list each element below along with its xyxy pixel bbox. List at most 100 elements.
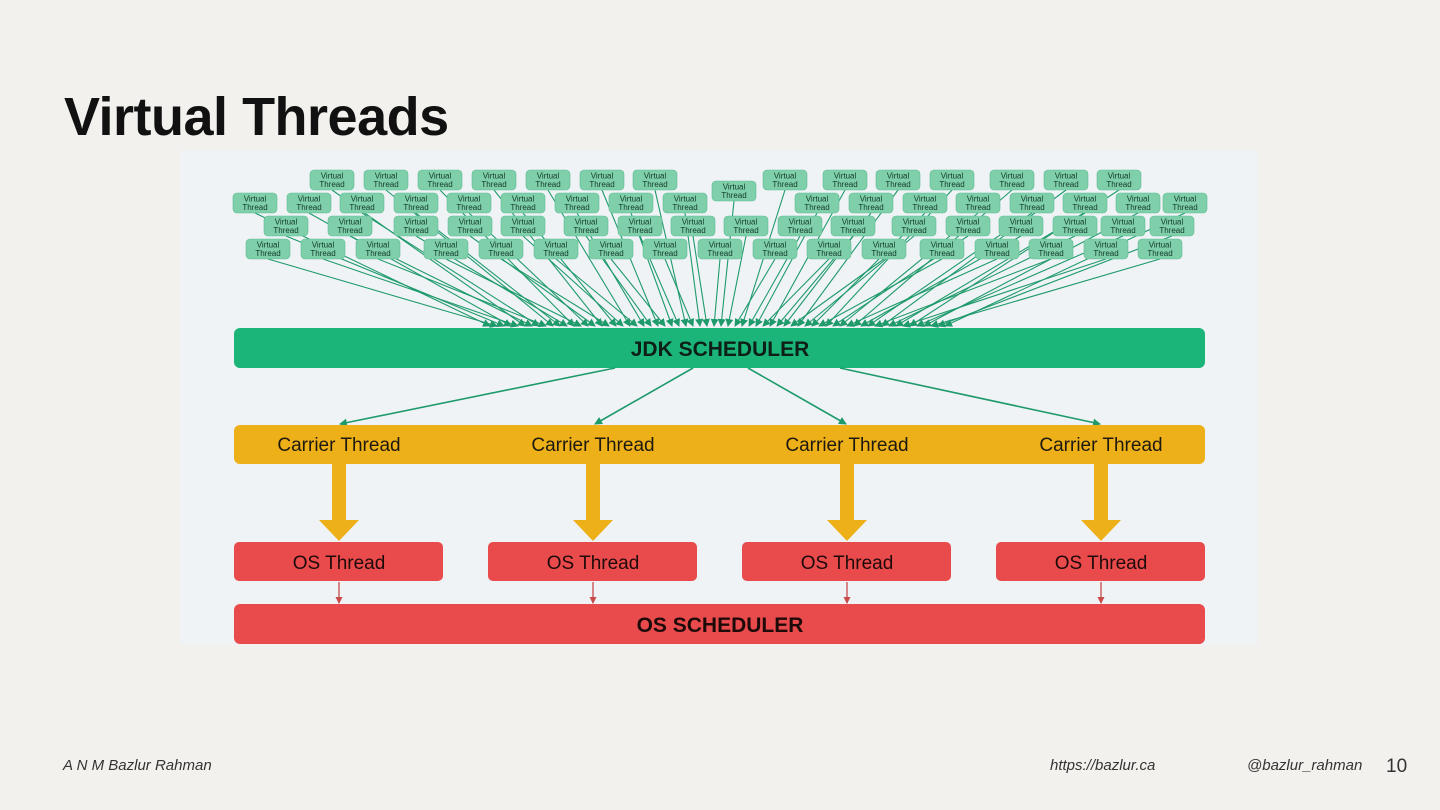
virtual-thread-label: Virtual (1174, 195, 1197, 204)
virtual-thread-label: Virtual (244, 195, 267, 204)
os-thread-label: OS Thread (547, 553, 640, 574)
author-name: A N M Bazlur Rahman (63, 757, 212, 774)
virtual-thread-label: Virtual (512, 195, 535, 204)
virtual-thread-label: Virtual (483, 172, 506, 181)
virtual-thread-label: Thread (672, 203, 697, 212)
virtual-thread-label: Virtual (774, 172, 797, 181)
scheduler-arrow-3 (747, 367, 847, 425)
virtual-thread-label: Virtual (1040, 241, 1063, 250)
virtual-thread-label: Thread (840, 226, 865, 235)
os-thread-to-scheduler-arrows (335, 582, 1105, 604)
virtual-thread-label: Virtual (351, 195, 374, 204)
virtual-thread-label: Thread (349, 203, 374, 212)
carrier-to-os-arrows (319, 463, 1121, 541)
virtual-thread-label: Virtual (735, 218, 758, 227)
virtual-thread-arrow (902, 258, 1107, 328)
virtual-thread-label: Thread (456, 203, 481, 212)
os-scheduler-label: OS SCHEDULER (637, 614, 804, 637)
virtual-thread-label: Thread (1072, 203, 1097, 212)
virtual-thread-label: Thread (1147, 249, 1172, 258)
carrier-thread-label: Carrier Thread (1039, 435, 1162, 456)
virtual-thread-label: Thread (433, 249, 458, 258)
virtual-thread-arrow (725, 235, 747, 327)
virtual-thread-label: Virtual (1095, 241, 1118, 250)
virtual-thread-label: Thread (804, 203, 829, 212)
virtual-threads-group: VirtualThreadVirtualThreadVirtualThreadV… (232, 169, 1208, 260)
virtual-thread-label: Virtual (842, 218, 865, 227)
virtual-thread-label: Virtual (545, 241, 568, 250)
virtual-thread-label: Virtual (764, 241, 787, 250)
virtual-thread-label: Virtual (1108, 172, 1131, 181)
social-handle[interactable]: @bazlur_rahman (1247, 757, 1363, 774)
virtual-thread-label: Virtual (1021, 195, 1044, 204)
virtual-thread-label: Virtual (537, 172, 560, 181)
virtual-thread-label: Thread (1125, 203, 1150, 212)
virtual-thread-label: Virtual (566, 195, 589, 204)
virtual-thread-label: Virtual (1112, 218, 1135, 227)
website-link[interactable]: https://bazlur.ca (1050, 757, 1156, 774)
os-thread-box (742, 542, 951, 581)
virtual-thread-label: Virtual (298, 195, 321, 204)
virtual-thread-label: Virtual (629, 218, 652, 227)
virtual-thread-label: Virtual (600, 241, 623, 250)
virtual-thread-arrow (846, 258, 998, 327)
virtual-thread-label: Virtual (723, 183, 746, 192)
virtual-thread-label: Thread (403, 226, 428, 235)
virtual-thread-label: Thread (912, 203, 937, 212)
virtual-thread-label: Thread (1172, 203, 1197, 212)
virtual-thread-label: Virtual (375, 172, 398, 181)
virtual-thread-label: Thread (319, 180, 344, 189)
virtual-thread-label: Virtual (275, 218, 298, 227)
virtual-thread-label: Virtual (674, 195, 697, 204)
virtual-thread-label: Thread (255, 249, 280, 258)
virtual-thread-label: Thread (543, 249, 568, 258)
virtual-thread-label: Virtual (312, 241, 335, 250)
virtual-thread-label: Thread (929, 249, 954, 258)
virtual-thread-arrow (734, 258, 776, 327)
virtual-thread-arrow (610, 258, 666, 327)
virtual-thread-label: Thread (365, 249, 390, 258)
virtual-thread-label: Thread (871, 249, 896, 258)
os-scheduler-bar (234, 604, 1205, 644)
virtual-thread-arrow (692, 235, 710, 327)
virtual-thread-arrow (377, 258, 547, 328)
virtual-thread-arrow (445, 258, 582, 327)
virtual-thread-label: Thread (273, 226, 298, 235)
virtual-thread-label: Thread (310, 249, 335, 258)
virtual-thread-label: Virtual (1001, 172, 1024, 181)
virtual-thread-label: Thread (242, 203, 267, 212)
carrier-to-os-arrow-3 (827, 463, 867, 541)
virtual-thread-label: Virtual (1064, 218, 1087, 227)
virtual-thread-label: Thread (573, 226, 598, 235)
virtual-thread-label: Thread (707, 249, 732, 258)
virtual-thread-label: Virtual (654, 241, 677, 250)
